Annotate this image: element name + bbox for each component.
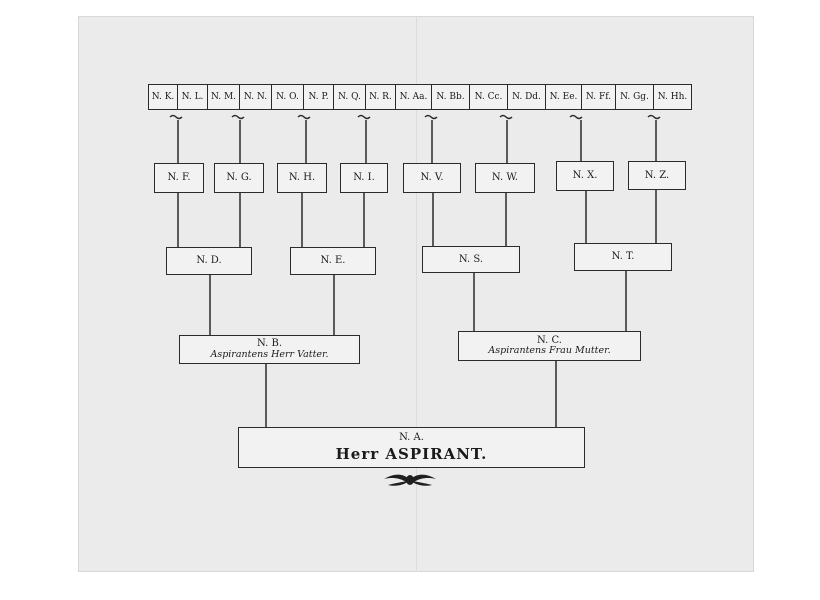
ancestor-box-ni: N. I. [340,163,388,193]
ancestor-cell-nhh: N. Hh. [654,84,692,110]
ancestor-cell-nq: N. Q. [334,84,366,110]
mother-code: N. C. [537,334,562,346]
ancestor-box-nw: N. W. [475,163,535,193]
ancestor-box-ng: N. G. [214,163,264,193]
ancestor-box-nx: N. X. [556,161,614,191]
ancestor-cell-ngg: N. Gg. [616,84,654,110]
ancestor-box-nz: N. Z. [628,161,686,190]
grandparent-box-ns: N. S. [422,246,520,273]
aspirant-code: N. A. [399,432,424,444]
ancestor-cell-nbb: N. Bb. [432,84,470,110]
mother-label: Aspirantens Frau Mutter. [488,345,611,357]
ancestor-cell-np: N. P. [304,84,334,110]
ancestor-cell-nee: N. Ee. [546,84,582,110]
ancestor-cell-nr: N. R. [366,84,396,110]
ancestor-cell-ncc: N. Cc. [470,84,508,110]
father-code: N. B. [257,338,282,350]
grandparent-box-nt: N. T. [574,243,672,271]
ancestor-cell-nn: N. N. [240,84,272,110]
grandparent-box-ne: N. E. [290,247,376,275]
ancestor-cell-nl: N. L. [178,84,208,110]
ancestor-cell-nk: N. K. [148,84,178,110]
ancestor-cell-nff: N. Ff. [582,84,616,110]
grandparent-box-nd: N. D. [166,247,252,275]
ornament-icon [384,474,436,486]
aspirant-box: N. A. Herr ASPIRANT. [238,427,585,468]
ancestor-cell-naa: N. Aa. [396,84,432,110]
ancestor-box-nf: N. F. [154,163,204,193]
father-box: N. B. Aspirantens Herr Vatter. [179,335,360,364]
mother-box: N. C. Aspirantens Frau Mutter. [458,331,641,361]
ancestor-cell-ndd: N. Dd. [508,84,546,110]
ancestor-box-nv: N. V. [403,163,461,193]
ancestor-cell-nm: N. M. [208,84,240,110]
father-label: Aspirantens Herr Vatter. [210,348,329,360]
ancestor-cell-no: N. O. [272,84,304,110]
ancestor-box-nh: N. H. [277,163,327,193]
aspirant-title: Herr ASPIRANT. [335,444,488,463]
